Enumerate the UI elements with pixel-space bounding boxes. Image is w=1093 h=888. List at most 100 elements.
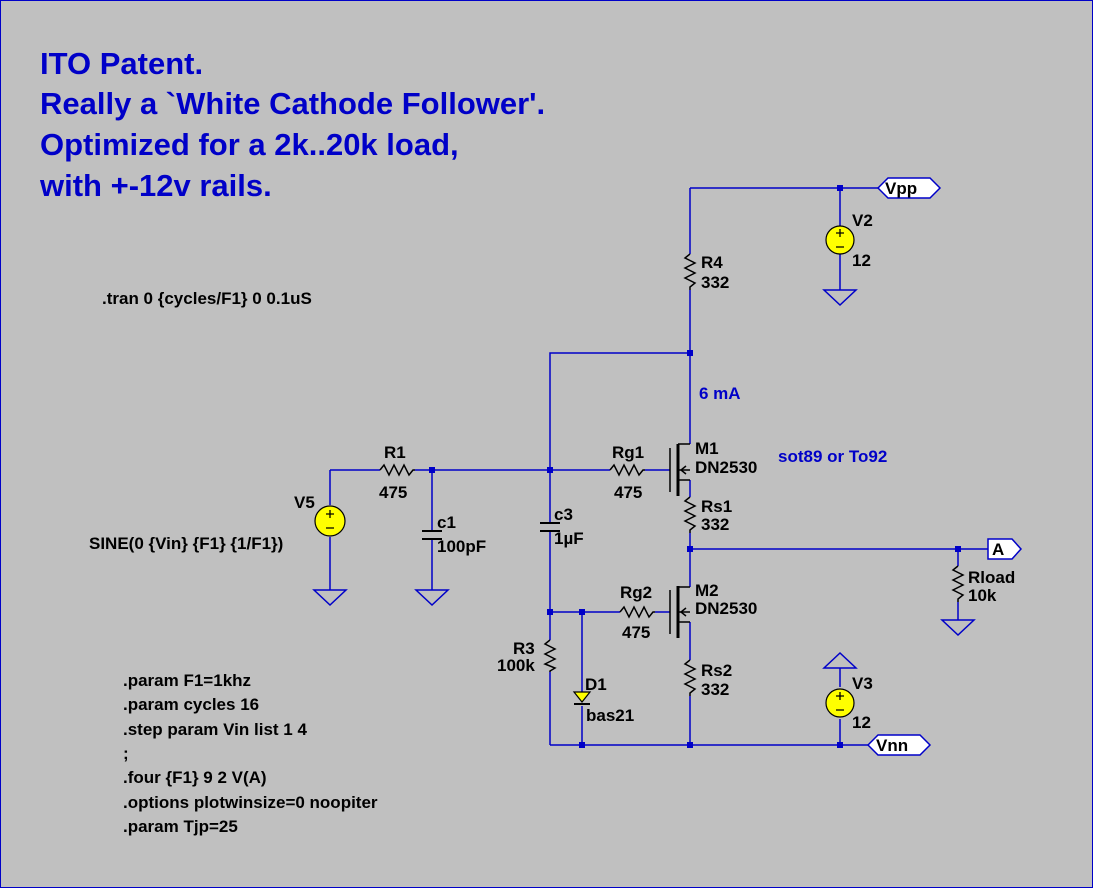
package-annotation[interactable]: sot89 or To92	[778, 447, 887, 466]
rs1-value: 332	[701, 515, 729, 534]
mosfet-m1[interactable]	[669, 443, 690, 496]
rload-value: 10k	[968, 586, 997, 605]
m2-name: M2	[695, 581, 719, 600]
r4-value: 332	[701, 273, 729, 292]
title-comment: ITO Patent. Really a `White Cathode Foll…	[39, 46, 545, 203]
junction-dot	[687, 350, 693, 356]
title-line-1: ITO Patent.	[40, 46, 203, 81]
junction-dot	[837, 185, 843, 191]
capacitor-c1[interactable]	[422, 530, 442, 540]
net-label-a[interactable]: A	[987, 538, 1023, 560]
junction-dot	[429, 467, 435, 473]
directive-line: .step param Vin list 1 4	[123, 720, 307, 739]
diode-d1[interactable]	[572, 691, 592, 705]
net-label-vnn-text: Vnn	[876, 736, 908, 755]
junction-dot	[687, 546, 693, 552]
ground-symbol	[822, 289, 858, 307]
mosfet-m2[interactable]	[669, 586, 690, 638]
r3-name: R3	[513, 639, 535, 658]
v5-value: SINE(0 {Vin} {F1} {1/F1})	[89, 534, 283, 553]
v3-name: V3	[852, 674, 873, 693]
v5-name: V5	[294, 493, 315, 512]
net-flag-shape	[876, 177, 942, 199]
voltage-source-v2[interactable]	[825, 225, 855, 255]
rs1-name: Rs1	[701, 497, 732, 516]
r3-value: 100k	[497, 656, 535, 675]
m1-value: DN2530	[695, 458, 757, 477]
m1-name: M1	[695, 439, 719, 458]
v2-value: 12	[852, 251, 871, 270]
rg1-value: 475	[614, 483, 642, 502]
net-flag-shape	[866, 734, 932, 756]
source-polarity	[326, 510, 334, 529]
junction-dot	[579, 742, 585, 748]
vnn-reference-symbol	[822, 651, 858, 669]
rload-name: Rload	[968, 568, 1015, 587]
net-label-vnn[interactable]: Vnn	[866, 734, 932, 756]
resistor-rg2[interactable]	[619, 605, 655, 619]
rg2-name: Rg2	[620, 583, 652, 602]
mosfet-leads	[678, 586, 690, 623]
title-line-3: Optimized for a 2k..20k load,	[40, 127, 459, 162]
wires	[329, 187, 988, 746]
r1-name: R1	[384, 443, 406, 462]
c1-value: 100pF	[437, 537, 486, 556]
resistor-rg1[interactable]	[609, 463, 645, 477]
capacitor-c3[interactable]	[540, 522, 560, 532]
junction-dot	[579, 609, 585, 615]
title-line-2: Really a `White Cathode Follower'.	[40, 86, 545, 121]
net-label-vpp[interactable]: Vpp	[876, 177, 942, 199]
rs2-value: 332	[701, 680, 729, 699]
r1-value: 475	[379, 483, 407, 502]
directive-line: .param Tjp=25	[123, 817, 238, 836]
m2-value: DN2530	[695, 599, 757, 618]
junction-dot	[687, 742, 693, 748]
c3-value: 1µF	[554, 529, 584, 548]
diode-triangle	[572, 691, 592, 703]
directive-line: .options plotwinsize=0 noopiter	[123, 793, 378, 812]
c1-name: c1	[437, 513, 456, 532]
resistor-rs2[interactable]	[683, 659, 697, 696]
mosfet-arrow	[679, 607, 687, 617]
junctions	[429, 185, 961, 748]
source-circle	[825, 225, 855, 255]
ground-symbol	[940, 619, 976, 637]
r4-name: R4	[701, 253, 723, 272]
ground-symbol	[312, 589, 348, 607]
junction-dot	[547, 467, 553, 473]
directive-line: ;	[123, 744, 129, 763]
net-label-vpp-text: Vpp	[885, 179, 917, 198]
current-annotation[interactable]: 6 mA	[699, 384, 741, 403]
mosfet-arrow	[679, 465, 687, 475]
title-line-4: with +-12v rails.	[39, 168, 272, 203]
junction-dot	[955, 546, 961, 552]
voltage-source-v3[interactable]	[825, 688, 855, 718]
junction-dot	[547, 609, 553, 615]
wire	[549, 352, 690, 523]
d1-value: bas21	[586, 706, 634, 725]
resistor-rs1[interactable]	[683, 496, 697, 533]
junction-dot	[837, 742, 843, 748]
v2-name: V2	[852, 211, 873, 230]
rg1-name: Rg1	[612, 443, 644, 462]
rs2-name: Rs2	[701, 661, 732, 680]
mosfet-leads	[678, 443, 690, 481]
d1-name: D1	[585, 675, 607, 694]
directive-block[interactable]: .param F1=1khz .param cycles 16 .step pa…	[123, 671, 378, 836]
resistor-r1[interactable]	[379, 463, 415, 477]
net-label-a-text: A	[992, 540, 1004, 559]
net-flag-shape	[987, 538, 1023, 560]
voltage-source-v5[interactable]	[314, 505, 346, 537]
directive-line: .param F1=1khz	[123, 671, 251, 690]
ground-symbol	[414, 589, 450, 607]
resistor-rload[interactable]	[951, 565, 965, 602]
v3-value: 12	[852, 713, 871, 732]
tran-directive[interactable]: .tran 0 {cycles/F1} 0 0.1uS	[102, 289, 312, 308]
source-polarity	[836, 229, 844, 248]
resistor-r4[interactable]	[683, 253, 697, 290]
resistor-r3[interactable]	[543, 639, 557, 672]
source-circle	[314, 505, 346, 537]
source-polarity	[836, 692, 844, 711]
directive-line: .four {F1} 9 2 V(A)	[123, 768, 267, 787]
